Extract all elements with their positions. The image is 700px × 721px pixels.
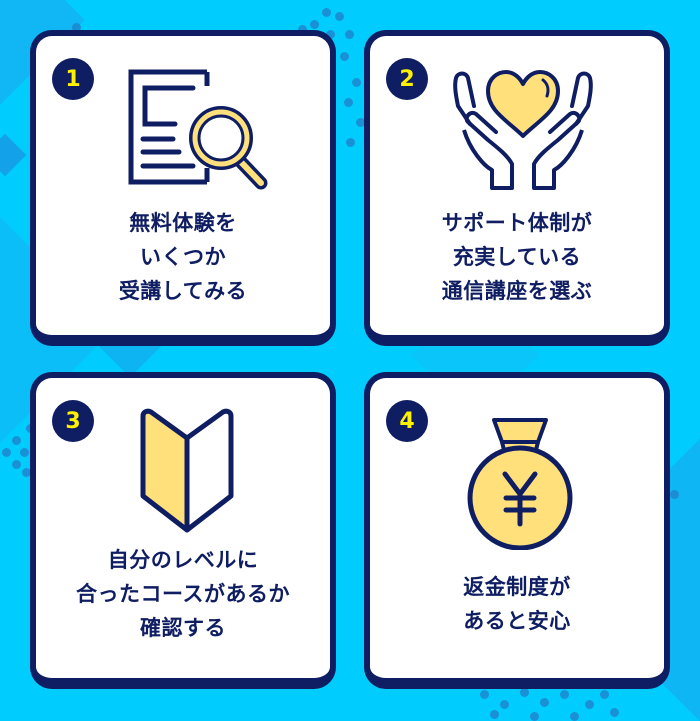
bg-dot	[335, 12, 344, 21]
bg-dot	[322, 8, 331, 17]
step-card-3: 3 自分のレベルに 合ったコースがあるか 確認する	[30, 372, 336, 689]
bg-dot	[346, 138, 355, 147]
bg-dot	[344, 98, 353, 107]
step-number-badge: 1	[52, 58, 94, 100]
step-number-badge: 4	[386, 400, 428, 442]
caption-line: 通信講座を選ぶ	[441, 279, 593, 303]
bg-dot	[298, 25, 307, 34]
bg-dot	[670, 490, 679, 499]
step-caption: サポート体制が 充実している 通信講座を選ぶ	[370, 206, 664, 308]
yen-money-bag-icon	[467, 418, 573, 550]
bg-dot	[340, 52, 349, 61]
bg-dot	[12, 436, 21, 445]
caption-line: 確認する	[140, 616, 226, 640]
step-number-badge: 2	[386, 58, 428, 100]
step-caption: 無料体験を いくつか 受講してみる	[36, 206, 330, 308]
step-caption: 自分のレベルに 合ったコースがあるか 確認する	[36, 543, 330, 645]
bg-dot	[22, 468, 31, 477]
bg-dot	[570, 712, 579, 721]
beginner-mark-icon	[140, 408, 234, 533]
caption-line: サポート体制が	[441, 211, 593, 235]
bg-dot	[500, 700, 509, 709]
bg-dot	[12, 460, 21, 469]
step-card-4: 4 返金制度が あると安心	[364, 372, 670, 689]
caption-line: 充実している	[452, 245, 582, 269]
caption-line: 受講してみる	[118, 279, 248, 303]
caption-line: いくつか	[140, 245, 226, 269]
caption-line: あると安心	[463, 609, 571, 633]
caption-line: 合ったコースがあるか	[76, 582, 290, 606]
bg-dot	[490, 710, 499, 719]
bg-dot	[20, 448, 29, 457]
bg-dot	[585, 700, 594, 709]
step-card-1: 1 無料体験を いくつか 受講してみる	[30, 30, 336, 346]
caption-line: 自分のレベルに	[107, 548, 259, 572]
bg-dot	[540, 698, 549, 707]
bg-dot	[345, 30, 354, 39]
bg-dot	[310, 20, 319, 29]
caption-line: 無料体験を	[129, 211, 237, 235]
bg-dot	[610, 708, 619, 717]
bg-dot	[520, 688, 529, 697]
bg-dot	[72, 23, 81, 32]
bg-dot	[356, 118, 365, 127]
step-number-badge: 3	[52, 400, 94, 442]
document-magnifier-icon	[128, 69, 268, 190]
bg-diamond	[0, 133, 27, 177]
hands-heart-icon	[453, 70, 593, 190]
step-card-2: 2 サポート体制が 充実している 通信講座を選ぶ	[364, 30, 670, 346]
bg-dot	[352, 78, 361, 87]
bg-dot	[326, 30, 335, 39]
bg-dot	[480, 690, 489, 699]
bg-dot	[530, 712, 539, 721]
step-caption: 返金制度が あると安心	[370, 570, 664, 638]
bg-dot	[600, 690, 609, 699]
bg-dot	[560, 690, 569, 699]
caption-line: 返金制度が	[463, 575, 571, 599]
bg-dot	[2, 448, 11, 457]
